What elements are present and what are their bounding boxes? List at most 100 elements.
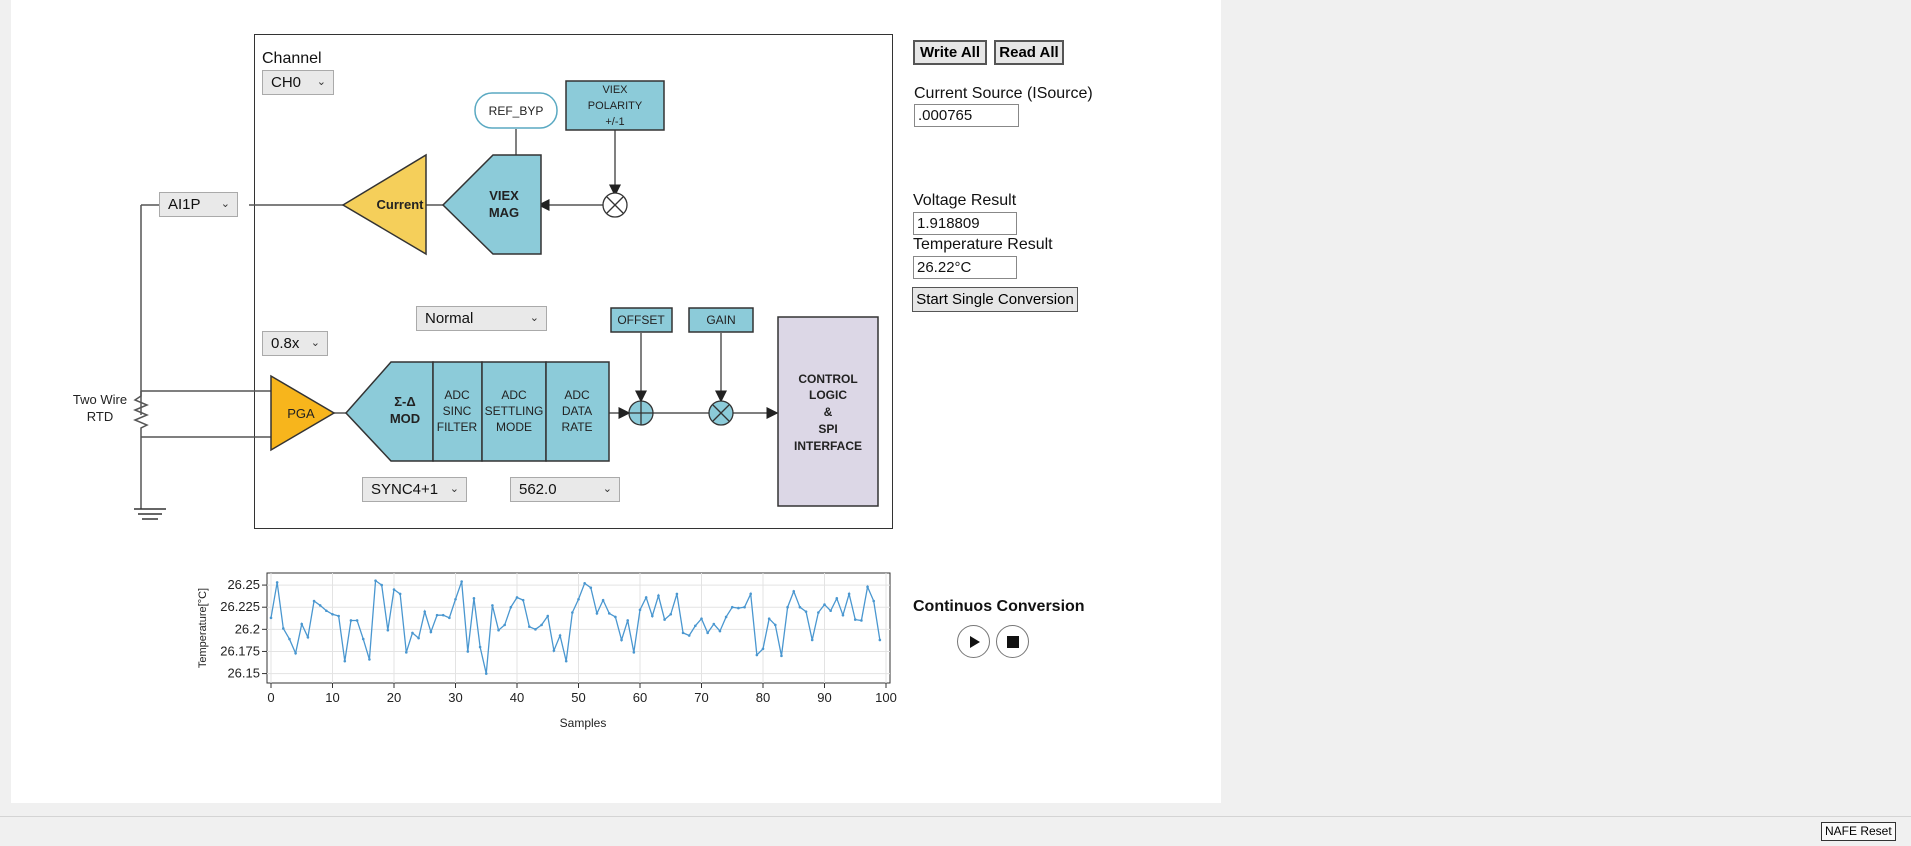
pga-text: PGA <box>287 406 315 421</box>
data-point <box>515 596 519 599</box>
chevron-down-icon <box>530 307 539 330</box>
data-point <box>675 592 679 596</box>
input-select-dropdown[interactable]: AI1P <box>159 192 238 217</box>
pga-gain-dropdown[interactable]: 0.8x <box>262 331 328 356</box>
x-tick-label: 20 <box>387 690 401 705</box>
continuous-conversion-label: Continuos Conversion <box>913 598 1085 615</box>
ref-byp-block: REF_BYP <box>474 92 558 129</box>
y-tick-label: 26.225 <box>220 599 260 614</box>
viex-pol-text-3: +/-1 <box>605 116 624 128</box>
x-tick-label: 90 <box>817 690 831 705</box>
current-text: Current <box>377 197 425 212</box>
sd-text-1: Σ-Δ <box>394 394 415 409</box>
data-point <box>687 634 691 637</box>
data-point <box>607 612 611 615</box>
data-point <box>663 618 666 621</box>
nafe-reset-button[interactable]: NAFE Reset <box>1821 822 1896 841</box>
filter-value: SYNC4+1 <box>371 481 439 498</box>
data-point <box>638 608 642 612</box>
data-point <box>724 615 728 619</box>
settle-text-2: SETTLING <box>485 404 544 418</box>
y-tick-label: 26.15 <box>227 666 260 681</box>
rate-text-2: DATA <box>562 404 592 418</box>
y-tick-label: 26.25 <box>227 577 260 592</box>
play-button[interactable] <box>957 625 990 658</box>
gain-text: GAIN <box>706 313 735 327</box>
data-point <box>546 614 550 618</box>
data-point <box>343 659 347 663</box>
data-point <box>774 623 777 627</box>
read-all-button[interactable]: Read All <box>994 40 1064 65</box>
data-rate-dropdown[interactable]: 562.0 <box>510 477 620 502</box>
data-point <box>386 628 390 632</box>
data-point <box>626 619 629 622</box>
ctrl-text-3: & <box>824 405 833 419</box>
data-point <box>509 605 513 609</box>
chart-grid <box>267 573 890 683</box>
data-point <box>269 616 273 620</box>
data-point <box>706 631 709 635</box>
write-all-button[interactable]: Write All <box>913 40 987 65</box>
data-point <box>804 610 808 613</box>
data-point <box>817 611 820 614</box>
data-point <box>497 628 500 632</box>
data-point <box>540 623 543 627</box>
data-point <box>478 645 482 649</box>
current-source-field[interactable] <box>914 104 1019 127</box>
data-point <box>306 635 310 639</box>
settle-text-1: ADC <box>501 388 527 402</box>
stop-button[interactable] <box>996 625 1029 658</box>
data-point <box>743 605 746 609</box>
data-point <box>552 649 556 652</box>
chevron-down-icon <box>221 193 230 216</box>
data-point <box>282 627 285 630</box>
sinc-text-2: SINC <box>443 404 472 418</box>
temperature-result-field[interactable] <box>913 256 1017 279</box>
data-point <box>441 613 445 617</box>
data-point <box>644 596 648 599</box>
block-diagram-frame <box>254 34 893 529</box>
data-point <box>325 609 328 613</box>
x-tick-label: 80 <box>756 690 770 705</box>
data-point <box>657 594 660 597</box>
data-point <box>847 592 851 596</box>
filter-dropdown[interactable]: SYNC4+1 <box>362 477 467 502</box>
data-point <box>798 605 802 609</box>
stop-icon <box>1006 635 1019 648</box>
data-point <box>829 609 832 613</box>
data-point <box>288 637 291 641</box>
input-select-value: AI1P <box>168 196 201 213</box>
sd-text-2: MOD <box>390 411 420 426</box>
voltage-result-field[interactable] <box>913 212 1017 235</box>
current-source-label: Current Source (ISource) <box>914 85 1093 102</box>
data-point <box>398 592 402 596</box>
data-point <box>417 636 420 640</box>
data-point <box>374 579 377 582</box>
ctrl-text-2: LOGIC <box>809 388 847 402</box>
data-point <box>718 629 722 633</box>
data-point <box>429 630 433 634</box>
block-diagram: Two Wire RTD REF_BYP VIEX POLARITY +/-1 … <box>73 80 879 520</box>
data-point <box>349 619 353 622</box>
data-point <box>835 597 839 600</box>
chevron-down-icon <box>317 71 326 94</box>
data-point <box>521 598 525 602</box>
y-tick-label: 26.2 <box>235 621 260 636</box>
data-point <box>700 617 703 621</box>
channel-label: Channel <box>262 50 322 67</box>
chart-points <box>269 579 882 675</box>
data-point <box>472 597 476 600</box>
data-point <box>583 582 586 585</box>
data-point <box>749 592 752 596</box>
data-point <box>614 615 617 619</box>
adc-chain: Σ-Δ MOD ADC SINC FILTER ADC SETTLING MOD… <box>344 361 610 462</box>
start-single-conversion-button[interactable]: Start Single Conversion <box>912 287 1078 312</box>
x-tick-label: 0 <box>267 690 274 705</box>
viex-pol-text-2: POLARITY <box>588 100 643 112</box>
series-line <box>270 579 881 674</box>
x-tick-label: 70 <box>694 690 708 705</box>
channel-dropdown[interactable]: CH0 <box>262 70 334 95</box>
data-point <box>577 597 580 601</box>
mode-dropdown[interactable]: Normal <box>416 306 547 331</box>
data-point <box>294 651 297 655</box>
